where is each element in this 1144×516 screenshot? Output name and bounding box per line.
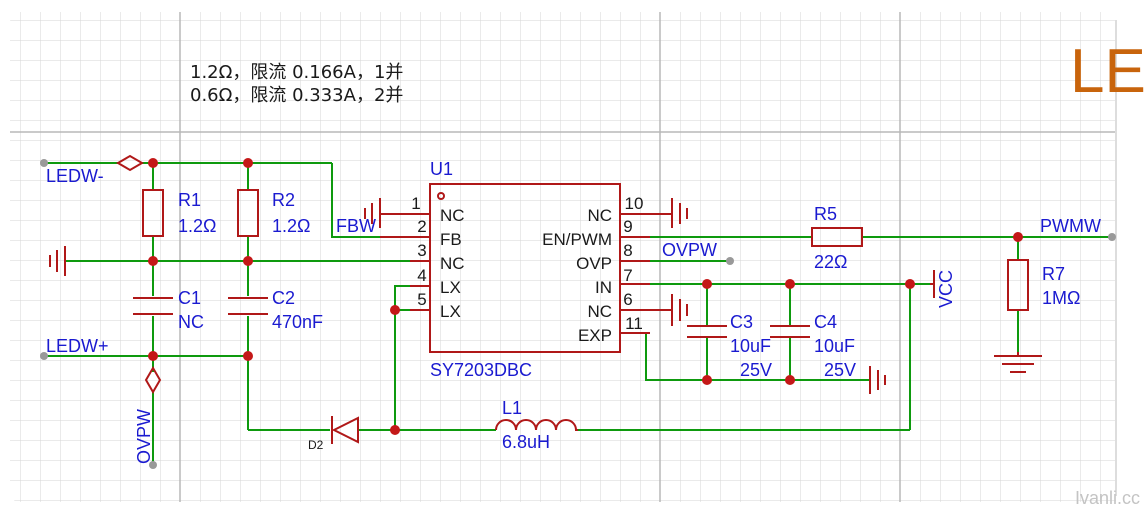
net-label-vcc: VCC	[936, 270, 956, 308]
r1-value: 1.2Ω	[178, 216, 216, 236]
pin-num: 2	[417, 217, 426, 236]
pin-num: 4	[417, 266, 426, 285]
note-line-1: 1.2Ω，限流 0.166A，1并	[190, 62, 403, 83]
ground-pin6	[650, 294, 688, 326]
net-label-ovpw-right: OVPW	[662, 240, 717, 260]
diode-d2	[331, 416, 359, 444]
pin-name: OVP	[576, 254, 612, 273]
pin-num: 8	[623, 241, 632, 260]
ic-pin-lines	[380, 213, 650, 334]
c4-ref: C4	[814, 312, 837, 332]
resistor-r7	[1007, 259, 1029, 311]
ground-pin10	[650, 198, 688, 228]
ic-ref: U1	[430, 159, 453, 179]
c3-value: 10uF	[730, 336, 771, 356]
capacitor-c1	[133, 297, 173, 315]
net-label-ledw-minus: LEDW-	[46, 166, 104, 186]
r1-ref: R1	[178, 190, 201, 210]
net-label-ledw-plus: LEDW+	[46, 336, 109, 356]
c3-rating: 25V	[740, 360, 772, 380]
c2-ref: C2	[272, 288, 295, 308]
c4-value: 10uF	[814, 336, 855, 356]
net-label-ovpw-left: OVPW	[134, 409, 154, 464]
c3-ref: C3	[730, 312, 753, 332]
pin-name: NC	[587, 206, 612, 225]
pin-name: NC	[440, 206, 465, 225]
net-label-fbw: FBW	[336, 216, 376, 236]
note-line-2: 0.6Ω，限流 0.333A，2并	[190, 85, 403, 106]
pin-name: NC	[587, 302, 612, 321]
pin-name: LX	[440, 278, 461, 297]
pin-num: 6	[623, 290, 632, 309]
ic-pin1-marker	[437, 192, 445, 200]
pin-name: IN	[595, 278, 612, 297]
vcc-symbol	[930, 270, 935, 298]
wires	[44, 162, 1110, 465]
port-ledw-minus	[116, 154, 144, 172]
l1-ref: L1	[502, 398, 522, 418]
ic-body	[429, 183, 621, 353]
ground-pin1	[364, 198, 410, 228]
c4-rating: 25V	[824, 360, 856, 380]
watermark: Ivanli.cc	[1075, 488, 1140, 508]
l1-value: 6.8uH	[502, 432, 550, 452]
pin-name: EN/PWM	[542, 230, 612, 249]
r2-ref: R2	[272, 190, 295, 210]
grid-background	[10, 12, 1128, 502]
r7-ref: R7	[1042, 264, 1065, 284]
net-terminals	[40, 159, 1116, 469]
resistor-r5	[811, 227, 863, 247]
pin-name: EXP	[578, 326, 612, 345]
capacitor-c2	[228, 297, 268, 315]
pin-name: FB	[440, 230, 462, 249]
pin-num: 10	[625, 194, 644, 213]
pin-num: 9	[623, 217, 632, 236]
pin-num: 1	[411, 194, 420, 213]
ic-part: SY7203DBC	[430, 360, 532, 380]
net-label-pwmw: PWMW	[1040, 216, 1101, 236]
c1-ref: C1	[178, 288, 201, 308]
d2-ref: D2	[308, 438, 324, 452]
ic-left-pin-labels: 1 NC 2 FB 3 NC 4 LX 5 LX	[411, 194, 464, 321]
resistor-r2	[237, 189, 259, 237]
ground-left	[49, 246, 66, 276]
r7-value: 1MΩ	[1042, 288, 1080, 308]
r5-value: 22Ω	[814, 252, 847, 272]
junction-dots	[148, 158, 1023, 435]
pin-num: 3	[417, 241, 426, 260]
capacitor-c4	[770, 325, 810, 338]
ground-r7	[994, 352, 1042, 373]
r5-ref: R5	[814, 204, 837, 224]
pin-num: 7	[623, 266, 632, 285]
pin-name: LX	[440, 302, 461, 321]
capacitor-c3	[687, 325, 727, 338]
sheet-title-fragment: LE	[1070, 37, 1144, 106]
pin-num: 5	[417, 290, 426, 309]
c1-value: NC	[178, 312, 204, 332]
ground-caps	[869, 366, 886, 394]
r2-value: 1.2Ω	[272, 216, 310, 236]
port-ovpw	[144, 366, 162, 394]
c2-value: 470nF	[272, 312, 323, 332]
pin-num: 11	[625, 314, 643, 333]
resistor-r1	[142, 189, 164, 237]
pin-name: NC	[440, 254, 465, 273]
ic-right-pin-labels: NC 10 EN/PWM 9 OVP 8 IN 7 NC 6 EXP 11	[542, 194, 643, 345]
inductor-l1	[495, 419, 578, 431]
